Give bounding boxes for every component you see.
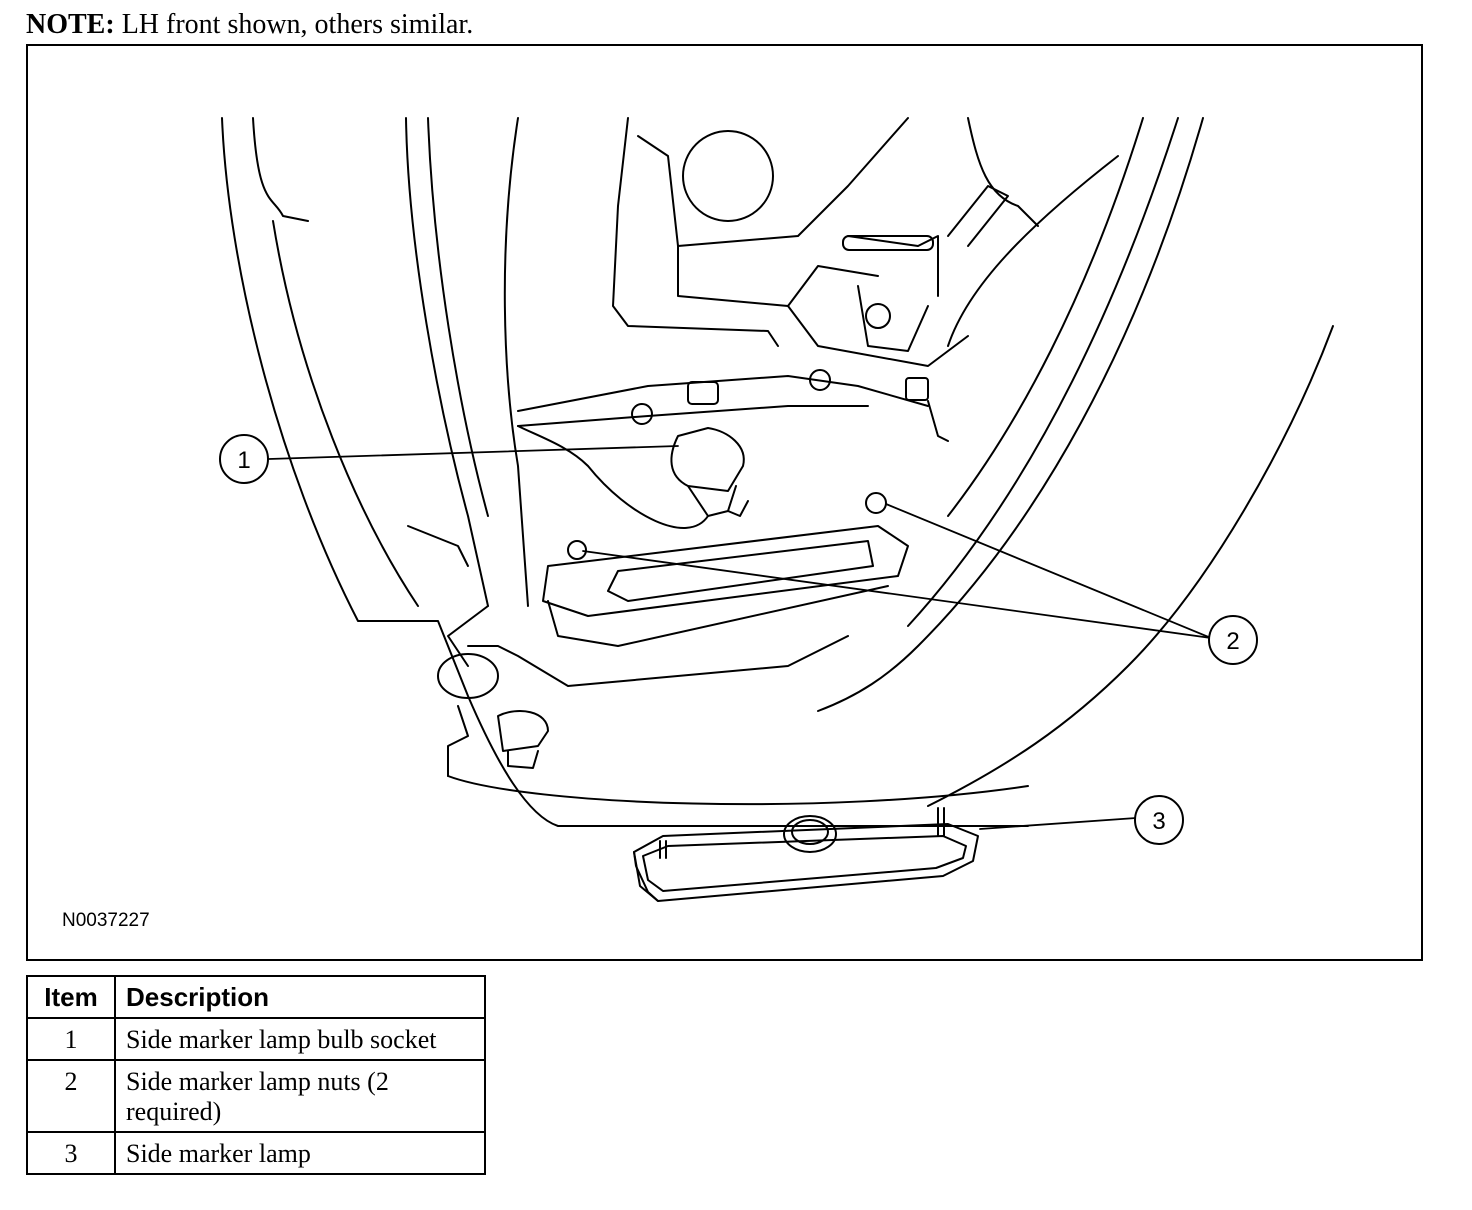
leader-line-2a <box>582 550 1212 639</box>
note-body: LH front shown, others similar. <box>114 9 474 40</box>
note-label: NOTE: <box>26 9 115 40</box>
callout-3-label: 3 <box>1152 808 1165 835</box>
callout-1: 1 <box>219 434 269 484</box>
leader-line-1 <box>268 445 679 460</box>
legend-header-row: Item Description <box>26 975 486 1019</box>
diagram-frame: 1 2 3 N0037227 <box>26 44 1423 961</box>
lamp-recess <box>437 492 1029 806</box>
leader-line-2b <box>885 503 1212 639</box>
callout-3: 3 <box>1134 795 1184 845</box>
legend-item-description: Side marker lamp nuts (2 required) <box>114 1059 486 1133</box>
callout-2: 2 <box>1208 615 1258 665</box>
table-row: 2 Side marker lamp nuts (2 required) <box>26 1059 486 1133</box>
side-marker-lamp <box>633 807 979 902</box>
leader-lines <box>268 445 1212 830</box>
side-marker-lamp-illustration: 1 2 3 <box>219 117 1334 902</box>
legend-item-description: Side marker lamp bulb socket <box>114 1017 486 1061</box>
leader-line-3 <box>979 817 1137 830</box>
inner-pillar <box>405 117 529 667</box>
table-row: 3 Side marker lamp <box>26 1131 486 1175</box>
legend-item-description: Side marker lamp <box>114 1131 486 1175</box>
legend-item-number: 3 <box>26 1131 116 1175</box>
fender-outline <box>221 117 1334 827</box>
callout-2-label: 2 <box>1226 628 1239 655</box>
callout-1-label: 1 <box>237 447 250 474</box>
legend-item-number: 1 <box>26 1017 116 1061</box>
figure-id: N0037227 <box>62 910 150 931</box>
upper-bracket <box>517 117 1039 442</box>
table-row: 1 Side marker lamp bulb socket <box>26 1017 486 1061</box>
legend-header-description: Description <box>114 975 486 1019</box>
legend-header-item: Item <box>26 975 116 1019</box>
bulb-socket <box>517 425 749 529</box>
legend-table: Item Description 1 Side marker lamp bulb… <box>26 975 486 1175</box>
note-text: NOTE: LH front shown, others similar. <box>26 8 473 42</box>
legend-item-number: 2 <box>26 1059 116 1133</box>
